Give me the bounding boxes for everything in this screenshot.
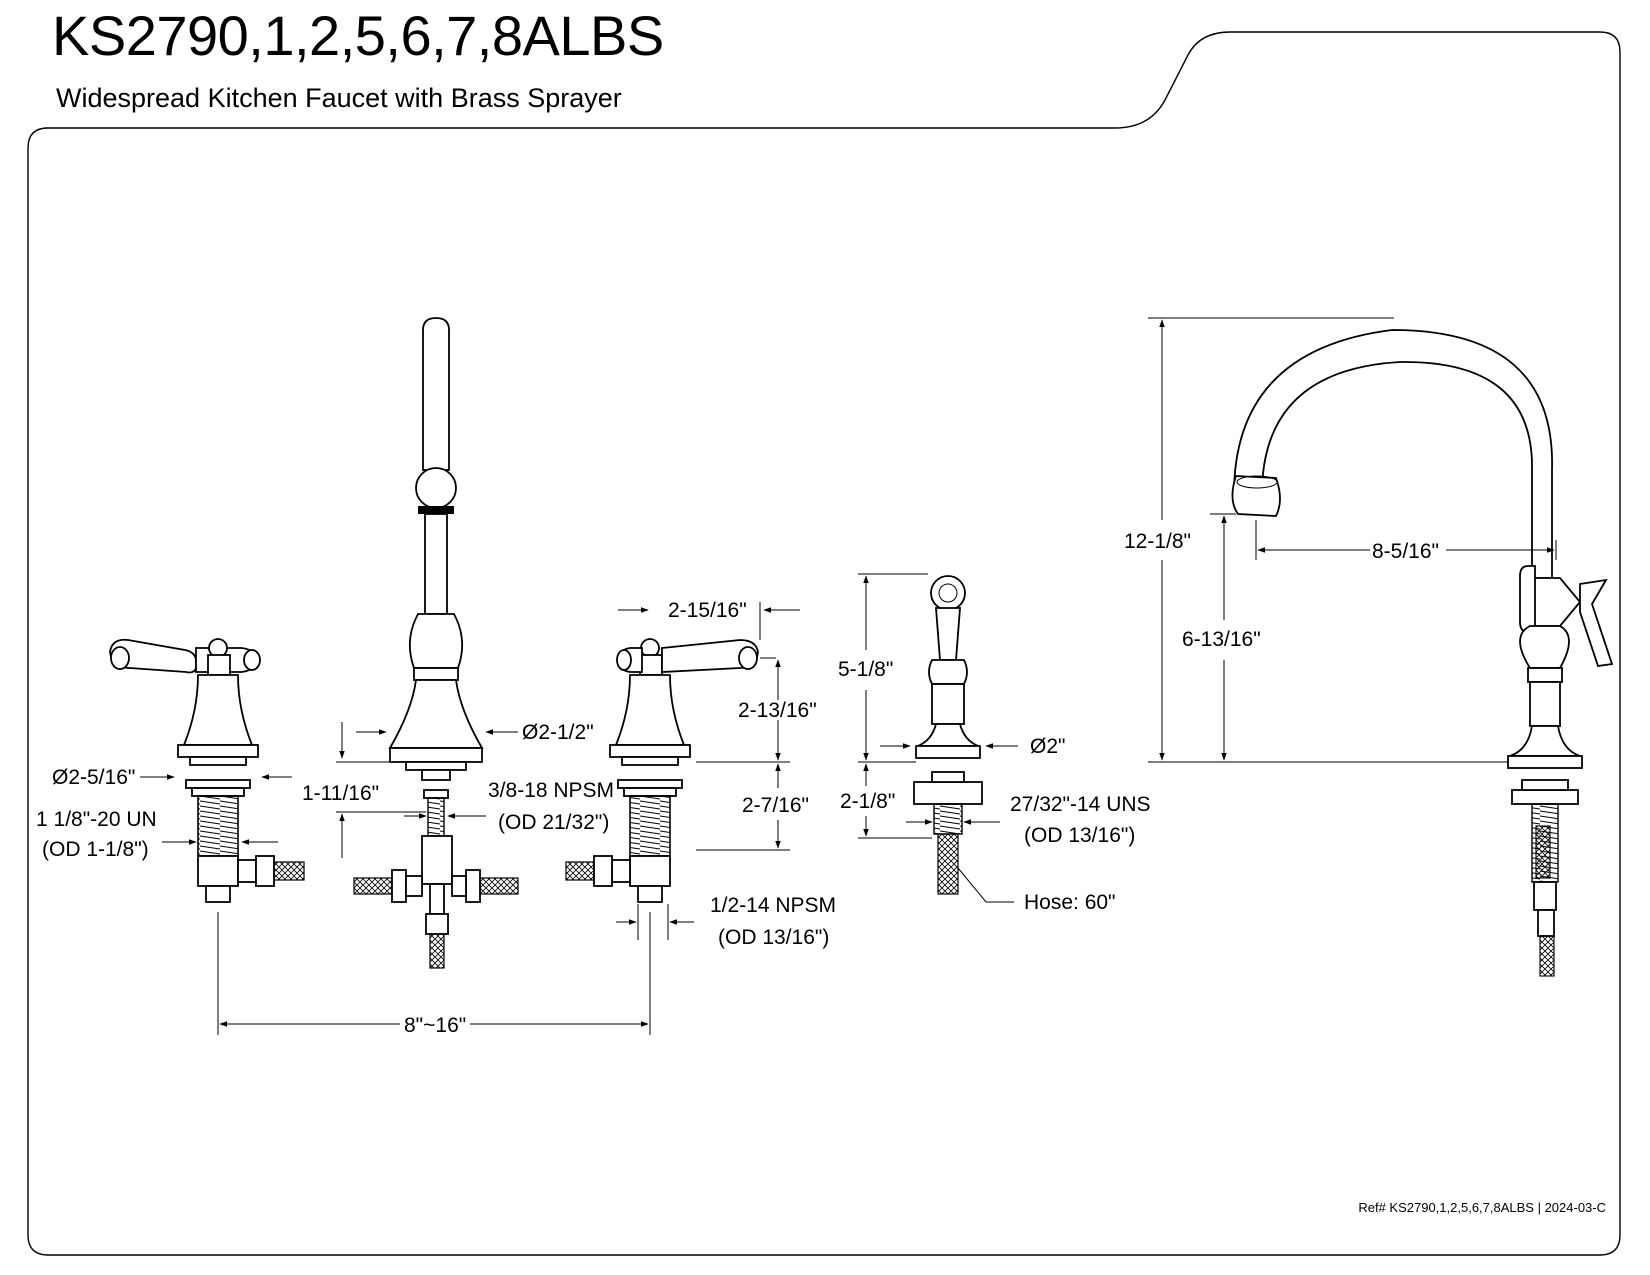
dim-spout-below-deck-height: 1-11/16" [302,782,379,805]
right-handle-drawing [565,638,759,903]
spout-front-drawing [353,317,519,969]
dim-sprayer-height: 5-1/8" [838,658,893,681]
dim-sprayer-base-diameter: Ø2" [1030,735,1065,758]
dim-spout-thread: 3/8-18 NPSM [488,779,614,802]
dim-spout-reach: 8-5/16" [1372,540,1439,563]
dim-handle-width: 2-15/16" [668,599,747,622]
dim-spout-total-height: 12-1/8" [1124,530,1191,553]
dim-sprayer-shank-length: 2-1/8" [840,790,895,813]
dim-handle-escutcheon-diameter: Ø2-5/16" [52,766,135,789]
dim-sprayer-thread-od: (OD 13/16") [1024,824,1135,847]
reference-note: Ref# KS2790,1,2,5,6,7,8ALBS | 2024-03-C [1358,1200,1606,1215]
dim-sprayer-thread: 27/32"-14 UNS [1010,793,1151,816]
sprayer-drawing [913,575,983,895]
dim-handle-height: 2-13/16" [738,699,817,722]
product-description: Widespread Kitchen Faucet with Brass Spr… [56,83,622,113]
spout-side-drawing [1231,329,1614,977]
dim-supply-thread: 1/2-14 NPSM [710,894,836,917]
dim-handle-thread: 1 1/8"-20 UN [36,808,157,831]
dim-spout-base-diameter: Ø2-1/2" [522,721,594,744]
dim-supply-thread-od: (OD 13/16") [718,926,829,949]
dim-spread: 8"~16" [404,1014,466,1037]
dim-spout-outlet-height: 6-13/16" [1182,628,1261,651]
dimension-lines [140,317,1557,1035]
dim-handle-thread-od: (OD 1-1/8") [42,838,149,861]
sheet-border [27,31,1621,1256]
dim-spout-thread-od: (OD 21/32") [498,811,609,834]
left-handle-drawing [109,638,305,903]
dim-handle-shank-length: 2-7/16" [742,794,809,817]
dim-hose-length: Hose: 60" [1024,891,1116,914]
model-number-title: KS2790,1,2,5,6,7,8ALBS [52,4,664,67]
